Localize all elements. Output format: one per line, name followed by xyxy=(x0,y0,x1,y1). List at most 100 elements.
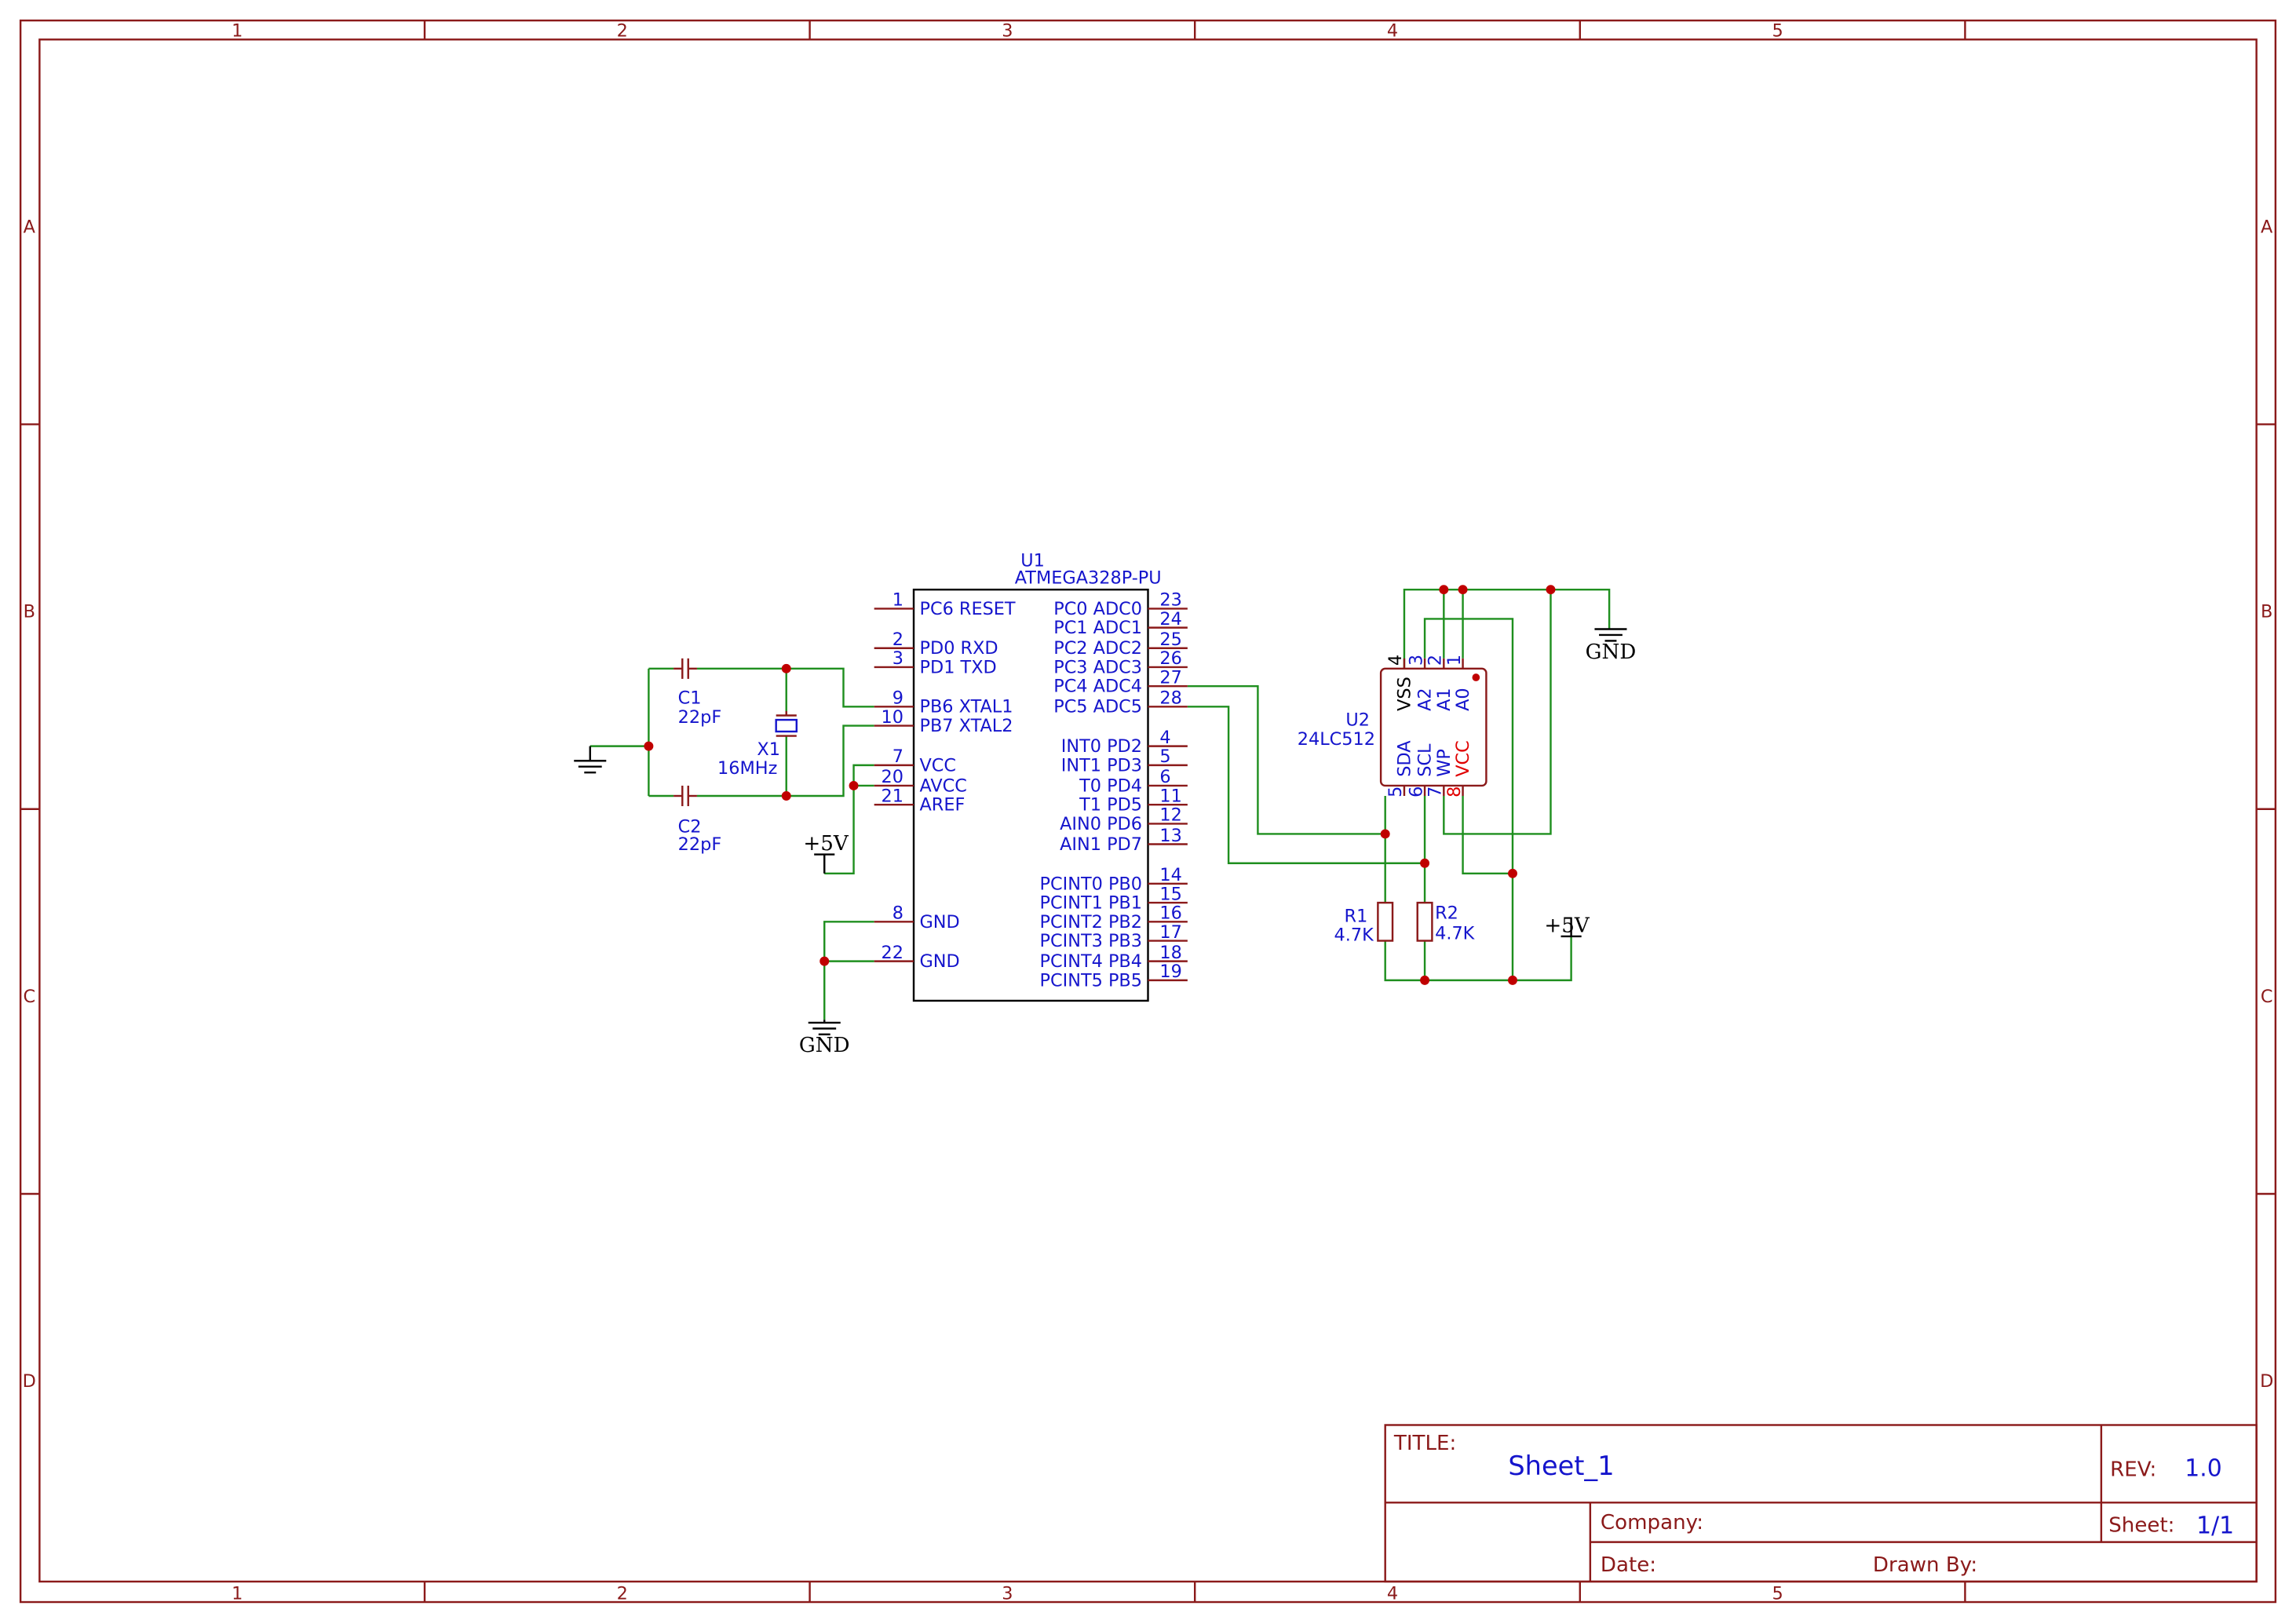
u1-pin-name: T0 PD4 xyxy=(1079,776,1142,796)
u2-pin-name: A1 xyxy=(1434,688,1455,711)
u1-pin-number: 5 xyxy=(1159,746,1170,767)
u1-pin-name: PB7 XTAL2 xyxy=(919,716,1013,736)
resistor-r2: R2 4.7K xyxy=(1416,901,1476,944)
row-label-right: D xyxy=(2260,1371,2273,1392)
u1-pin-number: 20 xyxy=(882,767,903,787)
u2-pin-number: 4 xyxy=(1385,655,1406,666)
sheet-value: 1/1 xyxy=(2196,1512,2234,1539)
u1-pin-number: 12 xyxy=(1159,805,1181,826)
col-label-bottom: 3 xyxy=(1002,1583,1013,1604)
crystal-x1: X1 16MHz xyxy=(717,710,798,779)
vcc-label: +5V xyxy=(1544,914,1590,937)
u2-pin-number: 6 xyxy=(1406,786,1426,797)
col-label-bottom: 5 xyxy=(1772,1583,1783,1604)
u2-pin-name: VSS xyxy=(1394,677,1414,711)
u1-pin-number: 1 xyxy=(892,590,903,611)
r1-ref: R1 xyxy=(1345,906,1368,926)
power-symbol-u1: +5V xyxy=(803,832,849,874)
u1-pin-name: PB6 XTAL1 xyxy=(919,697,1013,717)
u1-pin-name: PC2 ADC2 xyxy=(1053,638,1142,659)
u2-pin-name: SCL xyxy=(1415,743,1436,777)
u2-pin-name: WP xyxy=(1434,749,1455,777)
u1-pin-number: 11 xyxy=(1159,786,1181,806)
u1-pin-name: PC0 ADC0 xyxy=(1053,599,1142,619)
u2-pin-number: 7 xyxy=(1425,786,1446,797)
u1-pin-number: 8 xyxy=(892,903,903,924)
u1-pin-number: 26 xyxy=(1159,648,1181,669)
u1-pin-number: 17 xyxy=(1159,922,1181,943)
row-label-left: A xyxy=(24,217,36,237)
col-label-bottom: 2 xyxy=(617,1583,628,1604)
ground-symbol xyxy=(574,746,607,774)
rev-label: REV: xyxy=(2110,1458,2156,1482)
u2-pin-number: 8 xyxy=(1444,786,1465,797)
u1-pin-name: GND xyxy=(919,912,959,932)
u1-pin-number: 21 xyxy=(882,786,903,806)
gnd-label: GND xyxy=(1586,640,1637,664)
gnd-label: GND xyxy=(799,1034,850,1057)
x1-ref: X1 xyxy=(757,739,780,760)
resistor-r1: R1 4.7K xyxy=(1334,901,1394,946)
u1-pin-name: PCINT1 PB1 xyxy=(1040,893,1143,914)
u1-pin-name: PCINT5 PB5 xyxy=(1040,970,1143,991)
c1-value: 22pF xyxy=(678,707,722,728)
u2-pin-name: SDA xyxy=(1394,740,1414,777)
u1-pin-name: T1 PD5 xyxy=(1079,795,1142,816)
u2-part: 24LC512 xyxy=(1298,729,1375,750)
col-label-bottom: 4 xyxy=(1387,1583,1398,1604)
col-label-bottom: 1 xyxy=(232,1583,243,1604)
u1-pin-number: 18 xyxy=(1159,943,1181,963)
u1-pin-number: 9 xyxy=(892,688,903,709)
power-symbol-u2: +5V xyxy=(1544,914,1590,937)
row-label-left: B xyxy=(24,602,35,622)
u1-pin-name: VCC xyxy=(919,755,956,776)
u1-pin-name: AIN0 PD6 xyxy=(1060,814,1142,834)
row-label-left: D xyxy=(23,1371,36,1392)
u1-pin-name: INT1 PD3 xyxy=(1061,755,1142,776)
u2-pin-number: 2 xyxy=(1425,655,1446,666)
u1-pin-number: 3 xyxy=(892,648,903,669)
u1-pin-number: 4 xyxy=(1159,728,1170,748)
u2-pin-number: 1 xyxy=(1444,655,1465,666)
rev-value: 1.0 xyxy=(2185,1455,2221,1483)
u1-pin-number: 25 xyxy=(1159,630,1181,650)
u1-pin-name: GND xyxy=(919,951,959,972)
u1-pin-name: PC5 ADC5 xyxy=(1053,697,1142,717)
capacitor-c2: C2 22pF xyxy=(673,785,722,855)
title-label: TITLE: xyxy=(1393,1432,1456,1455)
ground-symbol-u1: GND xyxy=(799,1020,850,1057)
u2-pin-name: A0 xyxy=(1453,688,1473,711)
u1-pin-number: 6 xyxy=(1159,767,1170,787)
u1-pin-number: 2 xyxy=(892,630,903,650)
row-label-right: C xyxy=(2261,987,2273,1007)
row-label-left: C xyxy=(23,987,35,1007)
u1-pin-name: PC6 RESET xyxy=(919,599,1015,619)
u2-body xyxy=(1379,667,1487,787)
col-label-top: 1 xyxy=(232,21,243,42)
drawing-frame: 1 2 3 4 5 1 2 3 4 5 A B C D A B C D xyxy=(19,19,2277,1604)
wires xyxy=(590,588,1611,1020)
u2-pin-name: VCC xyxy=(1453,740,1473,777)
u1-pin-name: PC1 ADC1 xyxy=(1053,618,1142,638)
u1-pin-number: 7 xyxy=(892,746,903,767)
u2-pin-number: 5 xyxy=(1385,786,1406,797)
c2-ref: C2 xyxy=(678,817,702,838)
u1-pin-number: 23 xyxy=(1159,590,1181,611)
title-value: Sheet_1 xyxy=(1508,1451,1614,1481)
sheet-label: Sheet: xyxy=(2108,1514,2174,1538)
r1-value: 4.7K xyxy=(1334,925,1375,946)
title-block: TITLE: Sheet_1 REV: 1.0 Company: Sheet: … xyxy=(1384,1424,2258,1583)
u1-pin-number: 13 xyxy=(1159,826,1181,846)
inner-border xyxy=(38,38,2258,1583)
outer-border xyxy=(19,19,2277,1604)
col-label-top: 2 xyxy=(617,21,628,42)
u1-pin-number: 16 xyxy=(1159,903,1181,924)
u1-pin-name: PCINT0 PB0 xyxy=(1040,874,1143,894)
u1-pin-name: INT0 PD2 xyxy=(1061,736,1142,757)
c2-value: 22pF xyxy=(678,834,722,855)
u1-pin-number: 27 xyxy=(1159,667,1181,688)
u1-body xyxy=(912,588,1149,1002)
ground-symbol-u2: GND xyxy=(1586,628,1637,664)
